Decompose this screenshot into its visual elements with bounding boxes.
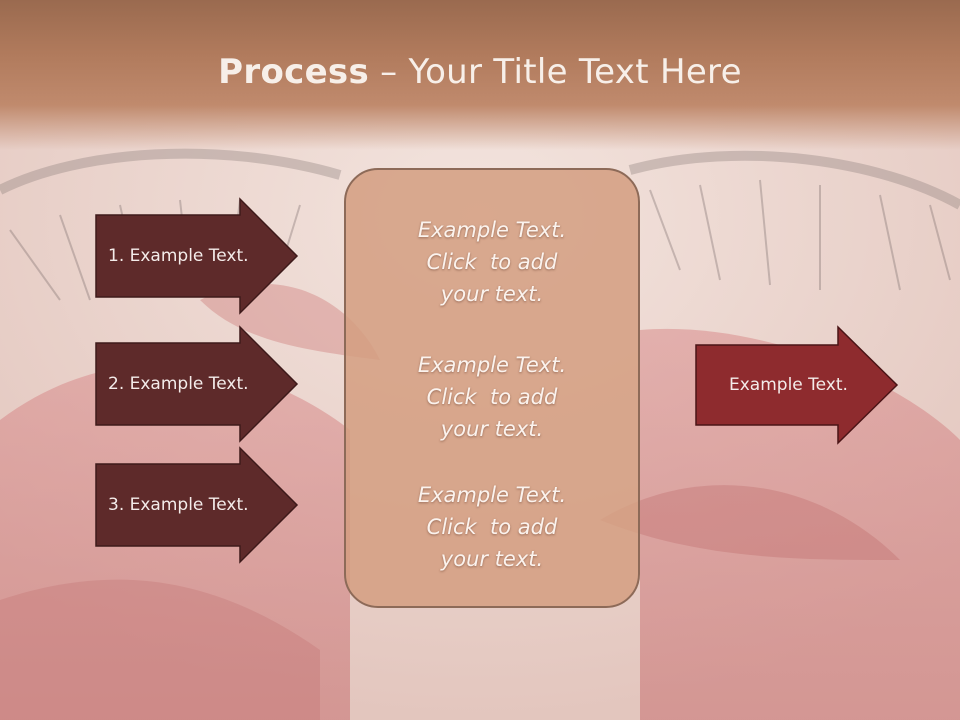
panel-line: Example Text. [417,218,567,242]
result-label: Example Text. [729,375,848,395]
title-rest: – Your Title Text Here [369,52,742,92]
step-label-1: 1. Example Text. [108,246,249,266]
panel-text-block-2[interactable]: Example Text. Click to add your text. [346,349,638,445]
step-label-2: 2. Example Text. [108,374,249,394]
arrow-shape [695,325,899,445]
step-label-3: 3. Example Text. [108,495,249,515]
panel-text-block-3[interactable]: Example Text. Click to add your text. [346,479,638,575]
panel-line: Click to add [426,385,558,409]
title-band [0,0,960,150]
slide-title[interactable]: Process – Your Title Text Here [0,52,960,92]
center-text-panel[interactable]: Example Text. Click to add your text. Ex… [344,168,640,608]
step-arrow-1[interactable]: 1. Example Text. [95,197,299,315]
panel-line: your text. [440,547,544,571]
panel-line: your text. [440,417,544,441]
arrow-shape [95,197,299,315]
arrow-shape [95,325,299,443]
panel-line: your text. [440,282,544,306]
step-arrow-2[interactable]: 2. Example Text. [95,325,299,443]
panel-line: Click to add [426,515,558,539]
result-arrow[interactable]: Example Text. [695,325,899,445]
panel-line: Example Text. [417,483,567,507]
arrow-shape [95,446,299,564]
step-arrow-3[interactable]: 3. Example Text. [95,446,299,564]
panel-text-block-1[interactable]: Example Text. Click to add your text. [346,214,638,310]
title-bold: Process [218,52,370,92]
panel-line: Example Text. [417,353,567,377]
panel-line: Click to add [426,250,558,274]
